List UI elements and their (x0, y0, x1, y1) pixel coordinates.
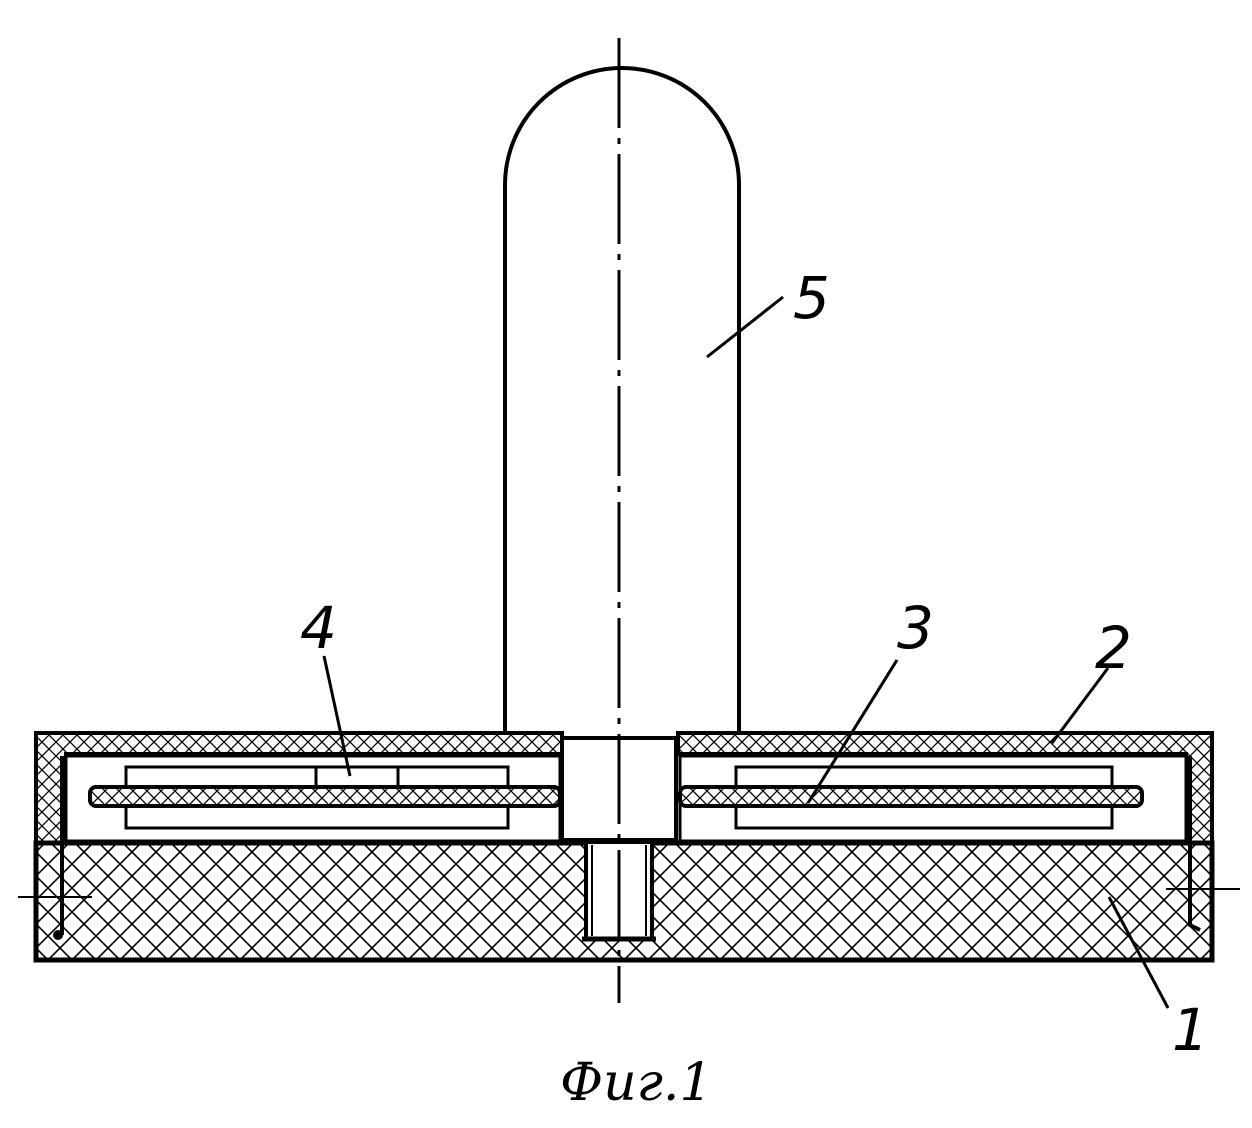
plate-left (90, 787, 560, 806)
label-4: 4 (300, 594, 337, 662)
leader-5 (707, 297, 783, 357)
shell-left-end (53, 930, 63, 940)
figure-caption: Фиг.1 (560, 1053, 713, 1113)
plate-right (680, 787, 1142, 806)
magnet-right-upper (736, 767, 1112, 787)
label-5: 5 (793, 264, 830, 332)
label-1: 1 (1172, 996, 1209, 1064)
label-2: 2 (1095, 614, 1132, 682)
handle-outline (505, 68, 739, 735)
magnet-left-lower (126, 806, 508, 828)
label-3: 3 (897, 594, 934, 662)
magnet-right-lower (736, 806, 1112, 828)
